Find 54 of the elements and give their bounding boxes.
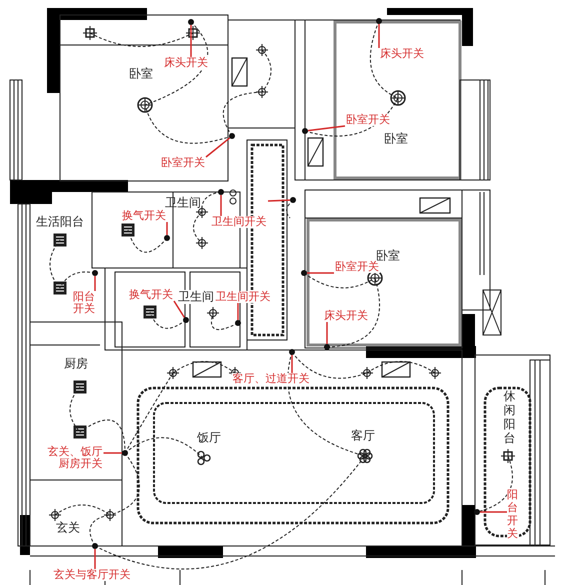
room-label: 玄关 — [56, 522, 80, 534]
switch-dot — [164, 235, 170, 241]
switch-dot — [301, 270, 307, 276]
room-label: 客厅 — [351, 430, 375, 442]
leader-line — [190, 25, 192, 57]
switch-label: 卧室开关 — [345, 114, 391, 126]
switch-label: 换气开关 — [128, 289, 174, 301]
switch-dot — [188, 19, 194, 25]
switch-dot — [302, 128, 308, 134]
switch-label: 客厅、过道开关 — [232, 373, 310, 385]
switch-dot — [92, 543, 98, 549]
switch-label: 床头开关 — [323, 310, 369, 322]
switch-label: 床头开关 — [379, 48, 425, 60]
room-label: 休闲阳台 — [504, 389, 516, 445]
switch-dot — [289, 349, 295, 355]
room-label: 生活阳台 — [36, 216, 84, 228]
room-label: 卧室 — [376, 250, 400, 262]
switch-dot — [376, 18, 382, 24]
switch-label: 卫生间开关 — [214, 291, 272, 303]
switch-dot — [92, 270, 98, 276]
switch-dot — [122, 450, 128, 456]
leader-line — [173, 300, 186, 318]
leader-line — [268, 199, 290, 202]
room-label: 卫生间 — [178, 290, 214, 304]
leader-line — [237, 303, 239, 320]
leader-line — [326, 322, 328, 344]
room-label: 饭厅 — [197, 432, 221, 444]
leader-line — [94, 549, 96, 569]
switch-label: 换气开关 — [121, 210, 167, 222]
switch-dot — [218, 189, 224, 195]
leader-line — [206, 137, 230, 158]
room-label: 卧室 — [384, 132, 408, 146]
leader-line — [104, 452, 122, 454]
switch-label: 卧室开关 — [160, 157, 206, 169]
room-label: 厨房 — [64, 358, 88, 370]
leader-line — [480, 511, 507, 513]
switch-label: 玄关、饭厅厨房开关 — [44, 446, 104, 470]
switch-label: 床头开关 — [163, 57, 209, 69]
switch-dot — [235, 320, 241, 326]
leader-line — [308, 125, 346, 132]
leader-line — [291, 355, 293, 373]
leader-line — [307, 272, 334, 274]
switch-dot — [290, 197, 296, 203]
switch-dot — [229, 133, 235, 139]
leader-line — [94, 276, 96, 291]
switch-label: 阳台开关 — [507, 488, 519, 540]
switch-label: 卫生间开关 — [210, 216, 268, 228]
switch-label: 卧室开关 — [334, 261, 380, 273]
leader-line — [378, 24, 380, 48]
leader-line — [220, 195, 222, 216]
room-label: 卧室 — [129, 68, 153, 80]
leader-line — [166, 222, 168, 235]
switch-label: 玄关与客厅开关 — [52, 569, 132, 581]
switch-dot — [183, 317, 189, 323]
